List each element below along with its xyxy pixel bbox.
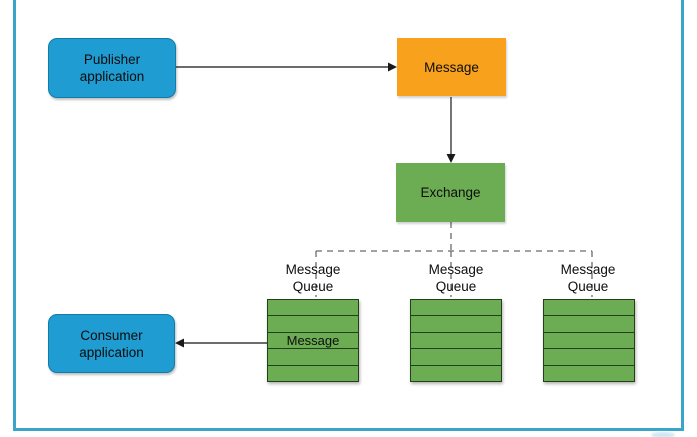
queue-row [268,316,358,333]
consumer-application-label: Consumer application [79,327,144,361]
message-queue-3 [543,299,635,382]
message-queue-2 [410,299,502,382]
queue-row [268,366,358,381]
queue-row [268,349,358,366]
consumer-application-node: Consumer application [48,314,175,373]
message-label: Message [424,59,479,75]
queue-row [544,333,634,350]
queue1-label-line1: Message [285,262,341,277]
arrowhead-publisher-to-message [388,62,397,72]
queue-row [411,333,501,350]
publisher-label-line1: Publisher [83,52,141,67]
queue3-label-line2: Queue [567,278,609,294]
queue-row [544,300,634,317]
queue-row [544,366,634,381]
frame-border-left [13,0,16,431]
consumer-label-line1: Consumer [80,327,143,343]
consumer-label-line2: application [79,344,144,360]
publisher-application-node: Publisher application [48,38,176,98]
publisher-label-line2: application [79,69,145,84]
queue-row [268,300,358,317]
queue-row [544,349,634,366]
queue2-label-line1: Message [428,262,484,277]
arrowhead-message-to-exchange [446,154,456,163]
queue-row [411,300,501,317]
message-node: Message [397,38,506,96]
arrowhead-queue1-to-consumer [175,338,184,348]
queue-row-message: Message [268,333,358,350]
frame-border-bottom [13,428,684,431]
queue-row [411,349,501,366]
queue-row [544,316,634,333]
queue1-label: Message Queue [253,262,373,295]
queue2-label: Message Queue [396,262,516,295]
queue1-label-line2: Queue [292,278,334,294]
bottom-right-artifact [651,432,675,437]
exchange-node: Exchange [396,163,505,222]
frame-border-right [681,0,684,431]
queue3-label: Message Queue [528,262,648,295]
queue3-label-line1: Message [560,262,616,277]
message-queue-1: Message [267,299,359,382]
exchange-label: Exchange [420,185,481,200]
queue-row [411,366,501,381]
publisher-application-label: Publisher application [80,51,145,85]
queue-row [411,316,501,333]
queue2-label-line2: Queue [435,278,477,294]
